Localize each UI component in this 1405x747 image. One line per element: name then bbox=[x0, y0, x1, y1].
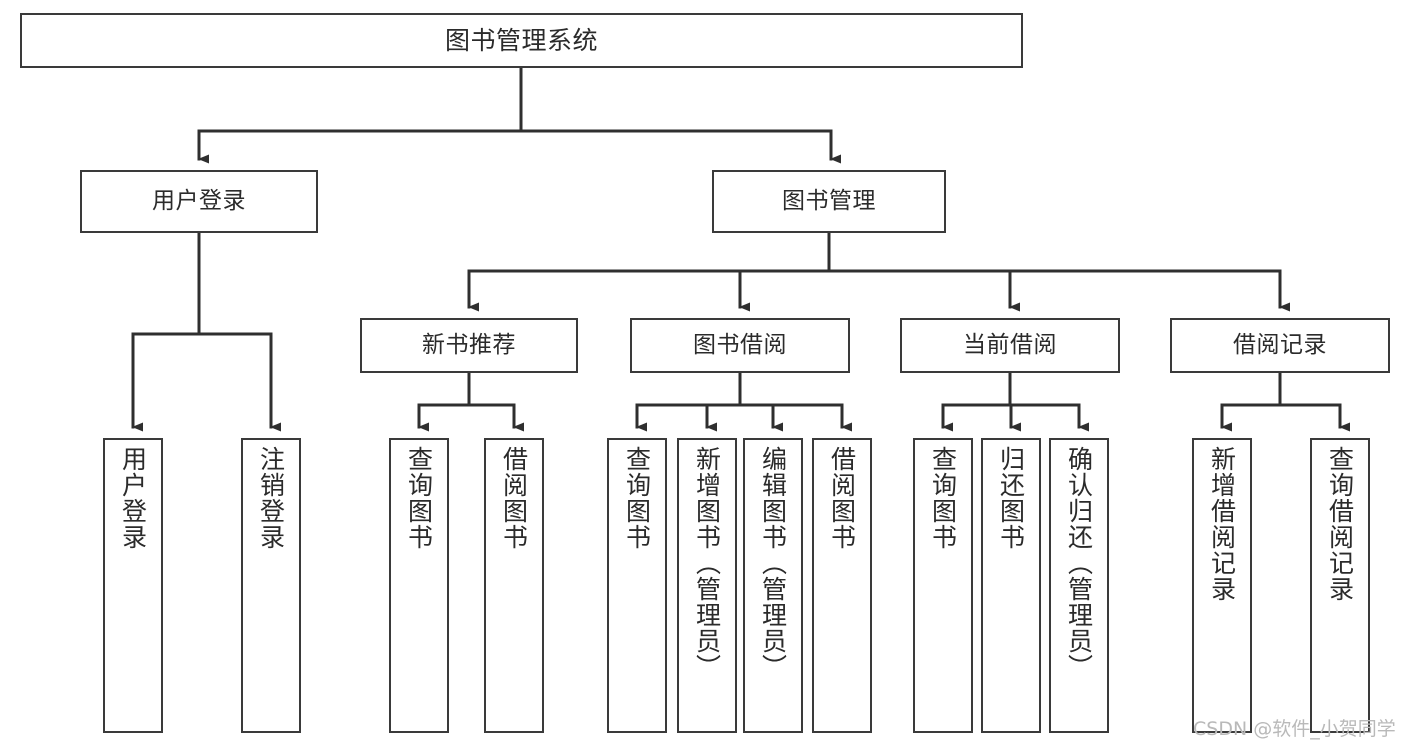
node-label: 借阅图书 bbox=[827, 446, 857, 550]
leaf-book-borrow-edit-book-admin[interactable]: 编辑图书（管理员） bbox=[743, 438, 803, 733]
leaf-current-borrow-query-book[interactable]: 查询图书 bbox=[913, 438, 973, 733]
leaf-current-borrow-confirm-return-admin[interactable]: 确认归还（管理员） bbox=[1049, 438, 1109, 733]
node-label: 用户登录 bbox=[118, 446, 148, 550]
leaf-book-borrow-query-book[interactable]: 查询图书 bbox=[607, 438, 667, 733]
node-current-borrow[interactable]: 当前借阅 bbox=[900, 318, 1120, 373]
leaf-book-borrow-add-book-admin[interactable]: 新增图书（管理员） bbox=[677, 438, 737, 733]
node-new-book-recommend[interactable]: 新书推荐 bbox=[360, 318, 578, 373]
node-book-borrow[interactable]: 图书借阅 bbox=[630, 318, 850, 373]
node-label: 查询图书 bbox=[404, 446, 434, 550]
node-book-management-system[interactable]: 图书管理系统 bbox=[20, 13, 1023, 68]
node-label: 归还图书 bbox=[996, 446, 1026, 550]
node-label: 图书借阅 bbox=[693, 331, 787, 358]
leaf-borrow-record-query-record[interactable]: 查询借阅记录 bbox=[1310, 438, 1370, 733]
node-label: 借阅记录 bbox=[1233, 331, 1327, 358]
node-label: 用户登录 bbox=[152, 187, 246, 214]
node-label: 借阅图书 bbox=[499, 446, 529, 550]
node-label: 图书管理 bbox=[782, 187, 876, 214]
node-label: 确认归还（管理员） bbox=[1064, 446, 1094, 680]
node-label: 新书推荐 bbox=[422, 331, 516, 358]
node-label: 查询借阅记录 bbox=[1325, 446, 1355, 602]
node-label: 查询图书 bbox=[622, 446, 652, 550]
node-label: 图书管理系统 bbox=[444, 25, 598, 55]
leaf-borrow-record-add-record[interactable]: 新增借阅记录 bbox=[1192, 438, 1252, 733]
node-label: 编辑图书（管理员） bbox=[758, 446, 788, 680]
leaf-book-borrow-borrow-book[interactable]: 借阅图书 bbox=[812, 438, 872, 733]
node-label: 新增借阅记录 bbox=[1207, 446, 1237, 602]
node-label: 新增图书（管理员） bbox=[692, 446, 722, 680]
leaf-new-book-borrow-book[interactable]: 借阅图书 bbox=[484, 438, 544, 733]
node-label: 注销登录 bbox=[256, 446, 286, 550]
node-borrow-record[interactable]: 借阅记录 bbox=[1170, 318, 1390, 373]
leaf-user-login-login[interactable]: 用户登录 bbox=[103, 438, 163, 733]
leaf-new-book-query-book[interactable]: 查询图书 bbox=[389, 438, 449, 733]
node-book-management[interactable]: 图书管理 bbox=[712, 170, 946, 233]
node-label: 查询图书 bbox=[928, 446, 958, 550]
node-label: 当前借阅 bbox=[963, 331, 1057, 358]
csdn-watermark: CSDN @软件_小贺同学 bbox=[1193, 718, 1396, 740]
leaf-user-login-logout[interactable]: 注销登录 bbox=[241, 438, 301, 733]
leaf-current-borrow-return-book[interactable]: 归还图书 bbox=[981, 438, 1041, 733]
node-user-login[interactable]: 用户登录 bbox=[80, 170, 318, 233]
